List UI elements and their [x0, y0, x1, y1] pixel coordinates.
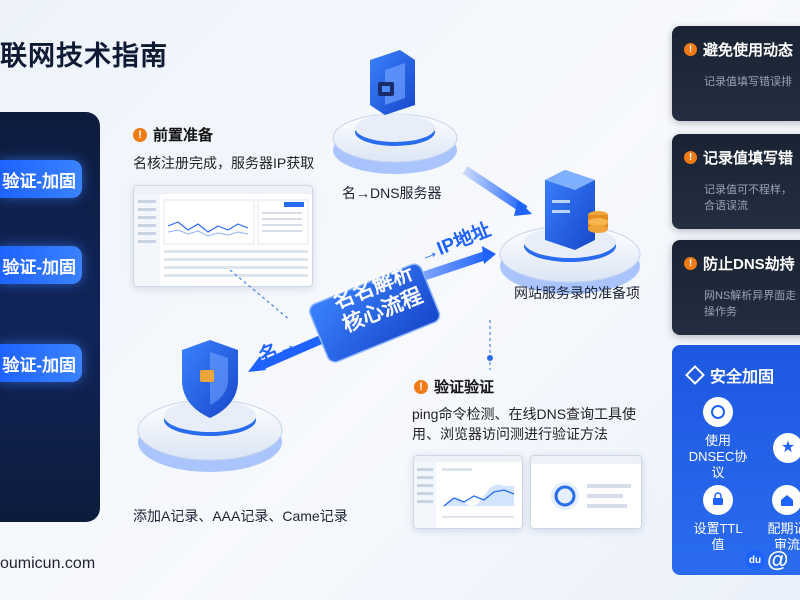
warning-icon: !	[133, 127, 147, 142]
verify-text-1: ping命令检测、在线DNS查询工具使	[412, 406, 637, 422]
tip-card-2[interactable]: ! 记录值填写错 记录值可不程样， 合语误流	[672, 134, 800, 229]
tip-card-1-text: 记录值填写错误排	[704, 76, 792, 88]
core-process-banner	[309, 263, 441, 363]
ping-graph	[414, 456, 522, 528]
security-heading: 安全加固	[685, 363, 775, 387]
left-button-3[interactable]: 验证-加固	[0, 344, 82, 382]
website-url[interactable]: oumicun.com	[0, 555, 96, 572]
web-server-node	[499, 170, 641, 294]
left-button-2[interactable]: 验证-加固	[0, 246, 82, 284]
dashboard-screenshot	[133, 185, 313, 287]
prep-text: 名核注册完成，服务器IP获取	[133, 155, 315, 171]
flow-diagram	[137, 50, 641, 472]
tip-card-2-text-1: 记录值可不程样，	[704, 184, 792, 196]
security-item-dnssec-label-2: DNSEC协议	[688, 449, 748, 480]
prep-heading: ! 前置准备	[133, 124, 213, 145]
tip-card-3[interactable]: ! 防止DNS劫持 网NS解析异界面走 操作务	[672, 240, 800, 335]
record-types-label: 添加A记录、AAA记录、Came记录	[133, 508, 348, 524]
security-item-ttl[interactable]: 设置TTL 值	[686, 485, 750, 553]
settings-icon	[703, 485, 733, 515]
dashboard-graphic	[134, 186, 312, 286]
security-panel: 安全加固 使用 DNSEC协议 ★ 设置TTL 值 配期记 审流	[672, 345, 800, 575]
security-star-item[interactable]: ★	[768, 433, 800, 469]
star-icon: ★	[773, 433, 800, 463]
verify-heading-label: 验证验证	[434, 379, 495, 396]
dns-lookup-graphic	[531, 456, 641, 510]
left-panel: 验证-加固 验证-加固 验证-加固	[0, 112, 100, 522]
security-item-audit-label-2: 审流	[773, 537, 800, 552]
security-item-audit-label-1: 配期记	[767, 521, 800, 536]
tip-card-2-text-2: 合语误流	[704, 200, 748, 212]
tip-card-3-text-1: 网NS解析异界面走	[704, 290, 797, 302]
verify-text-2: 用、浏览器访问测进行验证方法	[412, 426, 608, 442]
tip-card-2-title: 记录值填写错	[703, 150, 794, 167]
arrow-to-server	[462, 166, 528, 214]
tip-card-3-title: 防止DNS劫持	[703, 256, 795, 273]
warning-icon: !	[684, 257, 697, 270]
dns-lookup-screenshot	[530, 455, 642, 529]
verify-heading: ! 验证验证	[414, 376, 494, 397]
security-item-dnssec-label-1: 使用	[704, 433, 731, 448]
ping-tool-screenshot	[413, 455, 523, 529]
dns-server-node	[332, 50, 458, 174]
at-glyph: @	[767, 547, 789, 572]
tip-card-1[interactable]: ! 避免使用动态 记录值填写错误排	[672, 26, 800, 121]
server-prep-label: 网站服务录的准备项	[514, 285, 640, 301]
du-logo: du @	[745, 543, 789, 577]
security-item-ttl-label-1: 设置TTL	[693, 521, 743, 536]
security-item-dnssec[interactable]: 使用 DNSEC协议	[688, 397, 748, 481]
shield-node	[137, 340, 283, 472]
left-button-1[interactable]: 验证-加固	[0, 160, 82, 198]
tip-card-3-text-2: 操作务	[704, 306, 737, 318]
lock-icon	[703, 397, 733, 427]
security-item-audit[interactable]: 配期记 审流	[762, 485, 800, 553]
security-item-ttl-label-2: 值	[711, 537, 725, 552]
security-heading-label: 安全加固	[710, 369, 775, 386]
warning-icon: !	[414, 379, 428, 394]
prep-heading-label: 前置准备	[153, 127, 214, 144]
dns-server-label: 名→DNS服务器	[342, 185, 442, 201]
arrow-to-shield	[258, 335, 322, 371]
diamond-icon	[685, 365, 705, 385]
home-icon	[772, 485, 800, 515]
warning-icon: !	[684, 151, 697, 164]
tip-card-1-title: 避免使用动态	[703, 42, 794, 59]
page-title: 联网技术指南	[0, 41, 168, 71]
warning-icon: !	[684, 43, 697, 56]
